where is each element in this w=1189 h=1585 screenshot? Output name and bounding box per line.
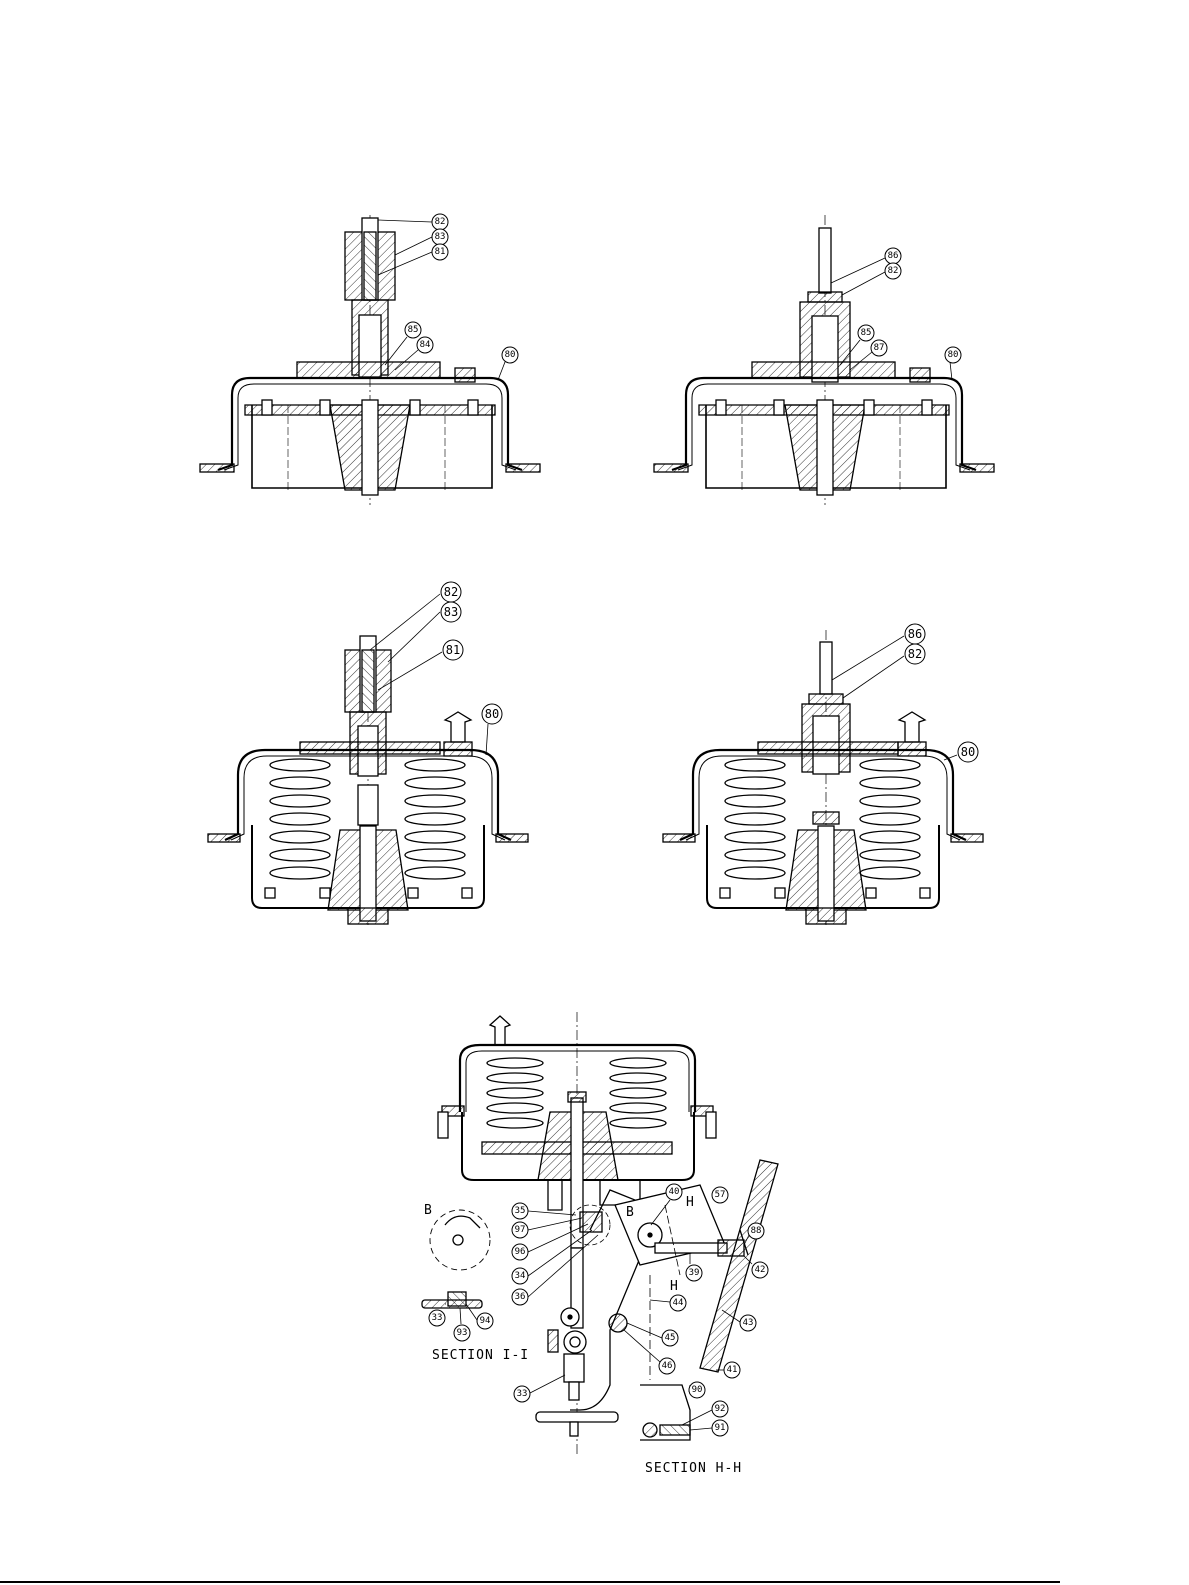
- svg-text:94: 94: [480, 1316, 491, 1326]
- svg-text:82: 82: [888, 266, 899, 276]
- cut-label-h-top: H: [686, 1195, 695, 1210]
- callout-33: 33: [514, 1375, 565, 1402]
- svg-text:34: 34: [515, 1271, 526, 1281]
- svg-text:80: 80: [961, 745, 975, 759]
- view-3-spring-right: [405, 759, 465, 879]
- callout-80: 80: [498, 347, 518, 380]
- callout-82: 82: [842, 263, 901, 295]
- svg-text:35: 35: [515, 1206, 526, 1216]
- svg-text:46: 46: [662, 1361, 673, 1371]
- view-4-spring-actuator-section: [663, 630, 983, 925]
- svg-text:96: 96: [515, 1247, 526, 1257]
- svg-text:97: 97: [515, 1225, 526, 1235]
- svg-text:33: 33: [432, 1313, 443, 1323]
- callout-85: 85: [385, 322, 421, 365]
- callout-80: 80: [945, 347, 961, 380]
- svg-text:90: 90: [692, 1385, 703, 1395]
- view-1-callouts: 82 83 81 85 84 80: [378, 214, 518, 380]
- svg-text:83: 83: [435, 232, 446, 242]
- svg-text:88: 88: [751, 1226, 762, 1236]
- svg-text:42: 42: [755, 1265, 766, 1275]
- assembly-handwheel-view: [422, 1012, 778, 1455]
- callout-82: 82: [843, 644, 925, 698]
- svg-text:81: 81: [435, 247, 446, 257]
- svg-text:57: 57: [715, 1190, 726, 1200]
- svg-text:80: 80: [505, 350, 516, 360]
- svg-text:86: 86: [908, 627, 922, 641]
- svg-text:82: 82: [908, 647, 922, 661]
- view-1-actuator-section: [200, 215, 540, 505]
- svg-text:39: 39: [689, 1268, 700, 1278]
- svg-text:80: 80: [485, 707, 499, 721]
- svg-text:86: 86: [888, 251, 899, 261]
- view-3-spring-left: [270, 759, 330, 879]
- svg-text:36: 36: [515, 1292, 526, 1302]
- view-3-spring-actuator-section: [208, 636, 528, 925]
- view-4-spring-left: [725, 759, 785, 879]
- callout-80: 80: [482, 704, 502, 755]
- detail-b-label: B: [424, 1203, 433, 1218]
- svg-text:87: 87: [874, 343, 885, 353]
- svg-text:44: 44: [673, 1298, 684, 1308]
- callout-90: 90: [689, 1382, 705, 1398]
- cut-label-h-bottom: H: [670, 1279, 679, 1294]
- section-i-i-callout-93: 93: [454, 1308, 470, 1341]
- svg-text:40: 40: [669, 1187, 680, 1197]
- view-2-actuator-section: [654, 215, 994, 505]
- svg-text:82: 82: [435, 217, 446, 227]
- svg-text:85: 85: [861, 328, 872, 338]
- detail-b-marker: B: [626, 1205, 635, 1220]
- callout-57: 57: [712, 1187, 728, 1203]
- svg-text:84: 84: [420, 340, 431, 350]
- section-h-h-label: SECTION H-H: [645, 1461, 742, 1476]
- svg-text:82: 82: [444, 585, 458, 599]
- svg-text:43: 43: [743, 1318, 754, 1328]
- assembly-spring-left: [487, 1058, 543, 1128]
- callout-91: 91: [690, 1420, 728, 1436]
- svg-text:45: 45: [665, 1333, 676, 1343]
- callout-82: 82: [378, 214, 448, 230]
- svg-text:81: 81: [446, 643, 460, 657]
- svg-text:92: 92: [715, 1404, 726, 1414]
- svg-text:93: 93: [457, 1328, 468, 1338]
- svg-text:83: 83: [444, 605, 458, 619]
- callout-35: 35: [512, 1203, 576, 1219]
- callout-39: 39: [686, 1253, 702, 1281]
- section-i-i-label: SECTION I-I: [432, 1348, 529, 1363]
- svg-text:80: 80: [948, 350, 959, 360]
- callout-44: 44: [650, 1295, 686, 1311]
- svg-text:85: 85: [408, 325, 419, 335]
- view-4-spring-right: [860, 759, 920, 879]
- callout-45: 45: [627, 1323, 678, 1346]
- svg-text:41: 41: [727, 1365, 738, 1375]
- assembly-spring-right: [610, 1058, 666, 1128]
- svg-text:33: 33: [517, 1389, 528, 1399]
- svg-text:91: 91: [715, 1423, 726, 1433]
